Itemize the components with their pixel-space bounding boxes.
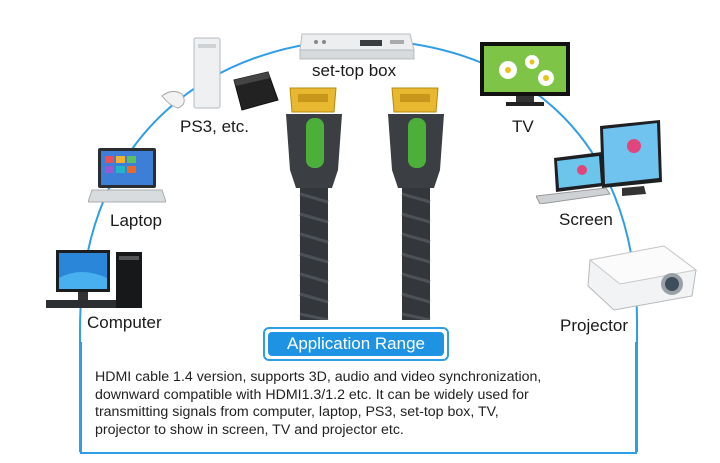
hdmi-cable-right-icon	[388, 87, 444, 320]
panel-title: Application Range	[268, 332, 444, 356]
computer-icon	[46, 250, 142, 308]
ps3-console-icon	[161, 37, 279, 111]
ps3-label: PS3, etc.	[180, 117, 249, 136]
projector-icon	[587, 245, 698, 311]
screen-label: Screen	[559, 210, 613, 229]
laptop-icon	[88, 148, 166, 203]
hdmi-cable-left-icon	[286, 87, 342, 320]
application-range-title: Application Range	[263, 327, 449, 361]
tv-icon	[480, 42, 570, 106]
application-range-panel	[80, 342, 637, 454]
laptop-label: Laptop	[110, 211, 162, 230]
description-line: downward compatible with HDMI1.3/1.2 etc…	[95, 386, 529, 403]
settop-label: set-top box	[312, 61, 397, 80]
computer-label: Computer	[87, 313, 162, 332]
screen-icon	[536, 120, 662, 204]
description-line: transmitting signals from computer, lapt…	[95, 404, 499, 420]
panel-description: HDMI cable 1.4 version, supports 3D, aud…	[95, 369, 635, 439]
tv-label: TV	[512, 117, 534, 136]
set-top-box-icon	[299, 33, 415, 60]
description-line: projector to show in screen, TV and proj…	[95, 421, 404, 438]
description-line: HDMI cable 1.4 version, supports 3D, aud…	[95, 369, 542, 385]
projector-label: Projector	[560, 316, 629, 335]
